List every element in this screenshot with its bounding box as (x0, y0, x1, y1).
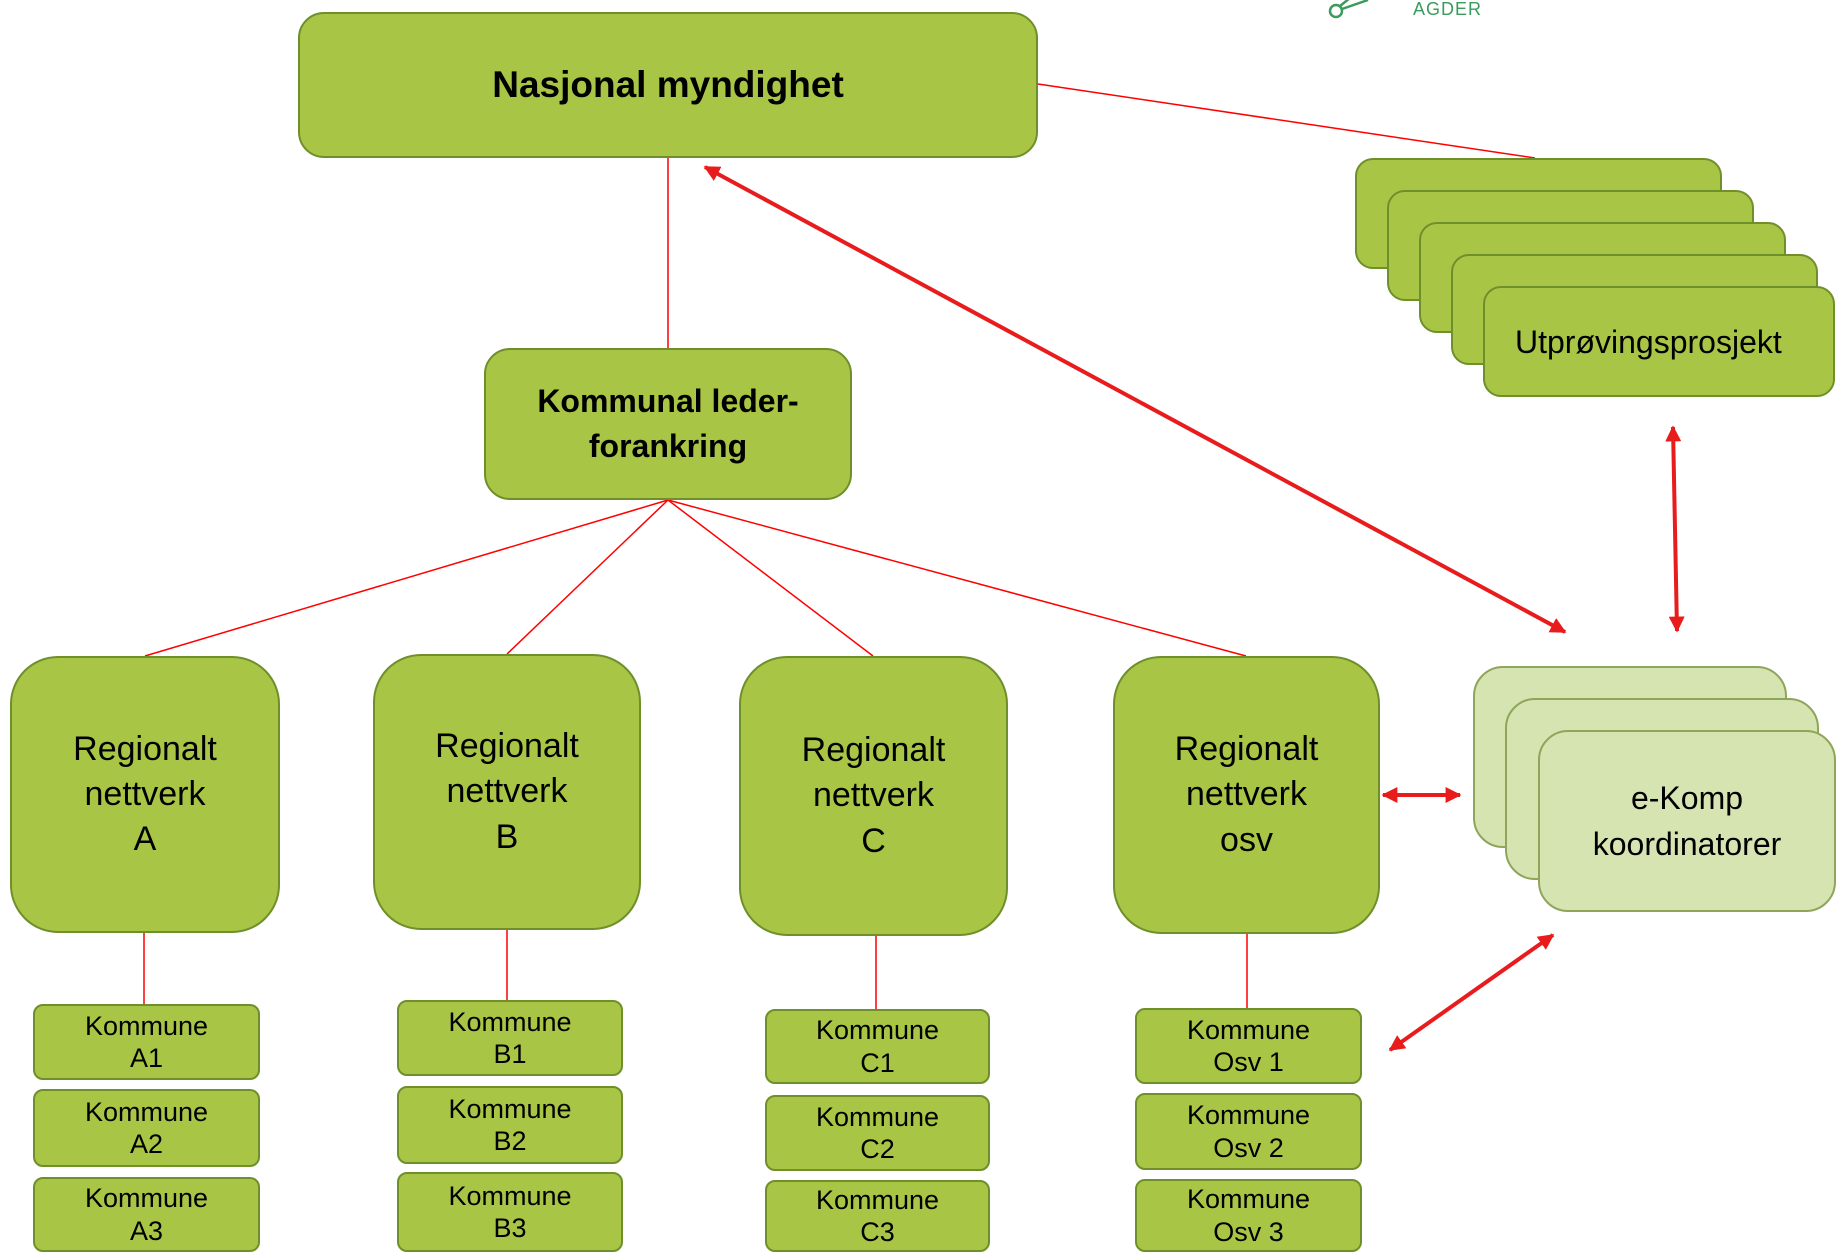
connector-leader-region-a (144, 499, 669, 657)
node-municipal-leadership: Kommunal leder- forankring (484, 348, 852, 500)
municipality-b1: Kommune B1 (397, 1000, 623, 1076)
municipality-c2-label: Kommune C2 (815, 1101, 940, 1164)
node-region-b: Regionalt nettverk B (373, 654, 641, 930)
municipality-osv1: Kommune Osv 1 (1135, 1008, 1362, 1084)
municipality-osv3-label: Kommune Osv 3 (1186, 1184, 1311, 1247)
connector-leader-region-c (667, 499, 874, 657)
region-b-label: Regionalt nettverk B (435, 727, 579, 856)
municipality-c3: Kommune C3 (765, 1180, 990, 1252)
node-pilot-project-label: Utprøvingsprosjekt (1515, 324, 1782, 360)
municipality-c2: Kommune C2 (765, 1095, 990, 1171)
municipality-osv2-label: Kommune Osv 2 (1186, 1100, 1311, 1163)
municipality-a1-label: Kommune A1 (84, 1010, 209, 1073)
municipality-a3: Kommune A3 (33, 1177, 260, 1252)
connector-leader-region-b (506, 499, 669, 655)
node-ekomp-coordinators-label: e-Komp koordinatorer (1592, 779, 1782, 862)
municipality-a2-label: Kommune A2 (84, 1096, 209, 1159)
agder-logo-icon (1328, 0, 1369, 19)
arrow-municipalities-coordinators (1388, 933, 1555, 1052)
pilot-stack-layer (1483, 286, 1835, 397)
municipality-a1: Kommune A1 (33, 1004, 260, 1080)
region-a-label: Regionalt nettverk A (73, 729, 217, 859)
municipality-b2-label: Kommune B2 (448, 1093, 572, 1156)
municipality-a2: Kommune A2 (33, 1089, 260, 1167)
municipality-c1-label: Kommune C1 (815, 1015, 940, 1078)
node-national-authority: Nasjonal myndighet (298, 12, 1038, 158)
municipality-b3-label: Kommune B3 (448, 1180, 572, 1243)
municipality-b3: Kommune B3 (397, 1172, 623, 1252)
node-region-c: Regionalt nettverk C (739, 656, 1008, 936)
arrow-pilot-coordinators (1665, 425, 1685, 633)
node-municipal-leadership-label: Kommunal leder- forankring (537, 383, 799, 464)
node-ekomp-coordinators: e-Komp koordinatorer (1538, 730, 1836, 912)
municipality-b2: Kommune B2 (397, 1086, 623, 1164)
logo-text: AGDER (1413, 0, 1483, 19)
region-osv-label: Regionalt nettverk osv (1174, 730, 1319, 859)
connector-national-pilot (1037, 83, 1536, 159)
municipality-osv1-label: Kommune Osv 1 (1186, 1014, 1311, 1077)
node-national-authority-label: Nasjonal myndighet (492, 64, 844, 105)
node-pilot-project: Utprøvingsprosjekt (1515, 287, 1835, 398)
node-region-a: Regionalt nettverk A (10, 656, 280, 933)
connector-leader-region-osv (667, 499, 1247, 657)
municipality-osv2: Kommune Osv 2 (1135, 1093, 1362, 1170)
municipality-b1-label: Kommune B1 (448, 1006, 572, 1069)
municipality-a3-label: Kommune A3 (84, 1183, 209, 1246)
region-c-label: Regionalt nettverk C (801, 731, 946, 860)
municipality-c3-label: Kommune C3 (815, 1184, 940, 1247)
municipality-c1: Kommune C1 (765, 1009, 990, 1084)
node-region-osv: Regionalt nettverk osv (1113, 656, 1380, 934)
municipality-osv3: Kommune Osv 3 (1135, 1179, 1362, 1252)
